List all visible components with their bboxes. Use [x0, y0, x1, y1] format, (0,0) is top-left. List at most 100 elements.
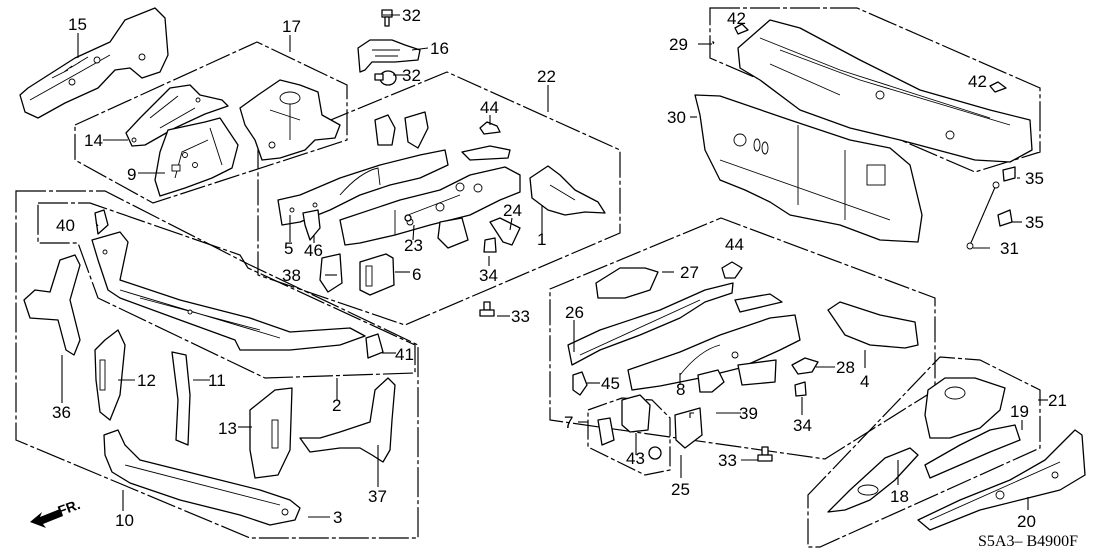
part-20-upper-member-right [917, 429, 1086, 531]
callout-33-left[interactable]: 33 [511, 307, 530, 326]
part-46-bracket [302, 209, 321, 241]
callout-40[interactable]: 40 [56, 216, 75, 235]
callout-38[interactable]: 38 [282, 266, 301, 285]
part-39-bracket [674, 407, 703, 449]
part-17-damper-housing [239, 79, 341, 161]
callout-4[interactable]: 4 [860, 372, 869, 391]
part-45-clip [572, 371, 588, 396]
part-44-clip-a [479, 121, 501, 135]
callout-46[interactable]: 46 [304, 241, 323, 260]
callout-44-upper[interactable]: 44 [480, 98, 499, 117]
part-30-dashboard-lower [694, 94, 923, 243]
part-35-bolt-b [997, 209, 1013, 227]
callout-16[interactable]: 16 [430, 39, 449, 58]
part-6-plate [359, 253, 395, 296]
callout-34-upper[interactable]: 34 [479, 266, 498, 285]
callout-10[interactable]: 10 [115, 511, 134, 530]
part-5-frame-rail [339, 166, 521, 246]
callout-19[interactable]: 19 [1010, 402, 1029, 421]
callout-42-right[interactable]: 42 [968, 72, 987, 91]
callout-14[interactable]: 14 [84, 131, 103, 150]
callout-36[interactable]: 36 [52, 403, 71, 422]
part-18-member [827, 447, 919, 513]
callout-9[interactable]: 9 [127, 165, 136, 184]
part-mount-bracket-top-b [404, 111, 429, 149]
part-7-bracket [597, 394, 651, 446]
callout-31[interactable]: 31 [1000, 239, 1019, 258]
part-21-damper-housing-right [924, 377, 1006, 439]
part-27-bracket [595, 267, 659, 299]
callout-1[interactable]: 1 [537, 230, 546, 249]
callout-42-left[interactable]: 42 [727, 9, 746, 28]
callout-12[interactable]: 12 [137, 371, 156, 390]
callout-6[interactable]: 6 [412, 265, 421, 284]
callout-39[interactable]: 39 [739, 404, 758, 423]
callout-17[interactable]: 17 [282, 17, 301, 36]
callout-45[interactable]: 45 [601, 374, 620, 393]
callout-29[interactable]: 29 [669, 35, 688, 54]
part-40-bracket [94, 209, 109, 235]
callout-25[interactable]: 25 [671, 480, 690, 499]
frame-bulkhead-outer [15, 190, 419, 539]
part-23-bolt [404, 214, 412, 222]
callout-2[interactable]: 2 [332, 396, 341, 415]
part-2-upper-bulkhead [91, 231, 366, 351]
diagram-code: S5A3– B4900F [978, 533, 1078, 550]
part-16-bracket [357, 39, 421, 73]
part-engine-mount-right [697, 369, 725, 393]
callout-41[interactable]: 41 [395, 345, 414, 364]
frame-group-2 [37, 202, 416, 379]
part-13-side-panel [249, 387, 293, 479]
part-bracket-plate [461, 145, 511, 161]
frame-group-29 [709, 7, 1041, 173]
callout-44-lower[interactable]: 44 [725, 235, 744, 254]
callout-26[interactable]: 26 [565, 303, 584, 322]
callout-23[interactable]: 23 [404, 236, 423, 255]
part-15-upper-frame-member [19, 7, 169, 119]
callout-7[interactable]: 7 [564, 413, 573, 432]
callout-13[interactable]: 13 [218, 419, 237, 438]
part-38-bracket [319, 253, 343, 293]
callout-35-upper[interactable]: 35 [1025, 169, 1044, 188]
part-36-side-support [23, 254, 81, 356]
part-12-side-panel [94, 329, 126, 421]
callout-28[interactable]: 28 [836, 358, 855, 377]
part-bracket-small-right [734, 293, 783, 313]
part-33-bolt-a [479, 301, 495, 317]
part-31-rod [966, 181, 1000, 250]
callout-37[interactable]: 37 [368, 487, 387, 506]
callout-34-lower[interactable]: 34 [793, 416, 812, 435]
part-32-bolt-top [381, 9, 393, 27]
callout-32-top[interactable]: 32 [402, 6, 421, 25]
front-direction-label: FR. [56, 496, 83, 519]
callout-27[interactable]: 27 [680, 263, 699, 282]
callout-30[interactable]: 30 [667, 108, 686, 127]
frame-group-21 [807, 356, 1041, 548]
part-42-clip-a [734, 23, 749, 35]
callout-11[interactable]: 11 [208, 371, 226, 390]
callout-21[interactable]: 21 [1048, 391, 1067, 410]
callout-5[interactable]: 5 [284, 239, 293, 258]
part-29-upper-cowl [737, 19, 1033, 163]
callout-8[interactable]: 8 [676, 380, 685, 399]
callout-18[interactable]: 18 [890, 487, 909, 506]
callout-15[interactable]: 15 [68, 15, 87, 34]
callout-24[interactable]: 24 [503, 201, 522, 220]
callout-20[interactable]: 20 [1017, 512, 1036, 531]
part-34-nut-a [483, 237, 497, 253]
part-42-clip-b [989, 81, 1007, 93]
callout-labels: 15 17 32 16 32 14 9 22 44 1 24 23 5 46 3… [52, 6, 1067, 531]
callout-32-lower[interactable]: 32 [402, 66, 421, 85]
callout-43[interactable]: 43 [626, 449, 645, 468]
callout-33-right[interactable]: 33 [718, 451, 737, 470]
part-19-reinforcement [924, 424, 1021, 479]
callout-22[interactable]: 22 [537, 67, 556, 86]
part-9-wheelhouse [154, 117, 239, 197]
callout-35-lower[interactable]: 35 [1025, 213, 1044, 232]
part-1-bracket [529, 165, 606, 216]
callout-3[interactable]: 3 [333, 508, 342, 527]
part-43-nut [648, 446, 662, 460]
leader-lines [61, 14, 1048, 518]
part-37-side-support [299, 377, 396, 463]
part-24-stay [489, 217, 521, 246]
